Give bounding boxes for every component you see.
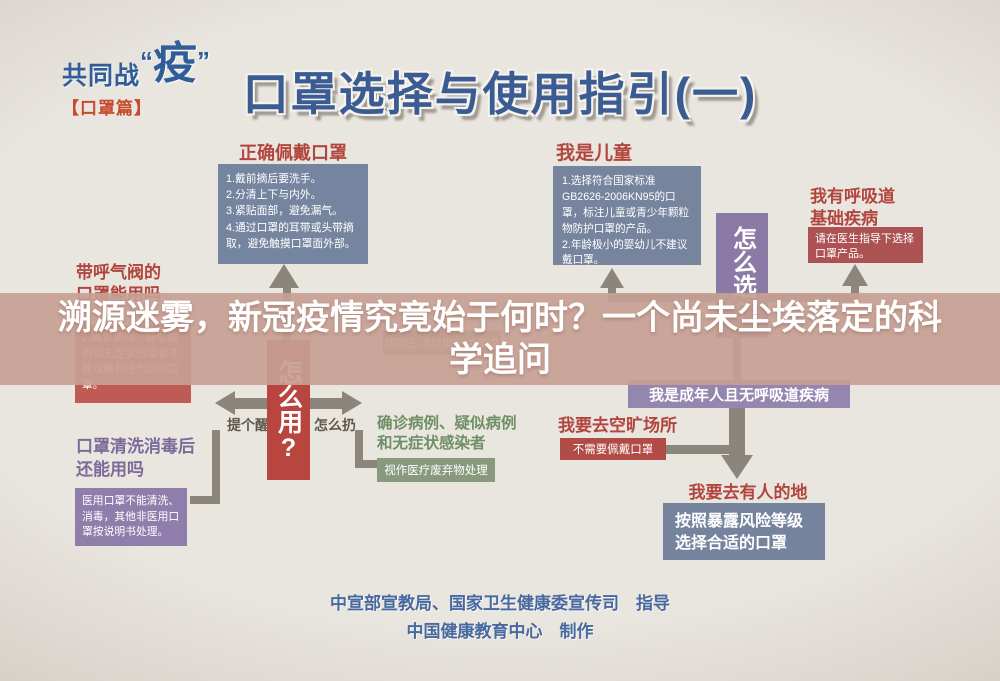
respiratory-box: 请在医生指导下选择口罩产品。 [808,227,923,263]
right-arrow-icon [342,391,362,415]
connector-line [190,496,220,504]
arrow-down-to-crowded [721,455,753,479]
arrow-up-to-child [600,268,624,288]
cases-header: 确诊病例、疑似病例和无症状感染者 [377,415,517,453]
child-info-box: 1.选择符合国家标准GB2626-2006KN95的口罩，标注儿童或青少年颗粒物… [553,166,701,266]
news-headline-band: 溯源迷雾，新冠疫情究竟始于何时？一个尚未尘埃落定的科学追问 [0,293,1000,385]
wear-item: 3.紧贴面部，避免漏气。 [226,205,343,218]
arrow-up-to-respiratory [842,264,868,286]
crowded-box: 按照暴露风险等级选择合适的口罩 [663,503,825,560]
wear-item: 4.通过口罩的耳带或头带摘取，避免触摸口罩面外部。 [226,221,356,250]
left-arrow-icon [215,391,235,415]
wash-section-header: 口罩清洗消毒后还能用吗 [76,437,195,479]
left-arrow-shaft [234,398,267,409]
child-item: 2.年龄极小的婴幼儿不建议戴口罩。 [562,238,688,267]
wash-info-box: 医用口罩不能清洗、消毒，其他非医用口罩按说明书处理。 [75,488,187,546]
right-arrow-shaft [310,398,343,409]
credits: 中宣部宣教局、国家卫生健康委宣传司 指导 中国健康教育中心 制作 [0,590,1000,646]
child-item: 1.选择符合国家标准GB2626-2006KN95的口罩，标注儿童或青少年颗粒物… [562,175,690,235]
wear-item: 1.戴前摘后要洗手。 [226,173,322,185]
connector-line [729,408,745,455]
open-area-header: 我要去空旷场所 [558,416,677,435]
credits-line-1: 中宣部宣教局、国家卫生健康委宣传司 指导 [330,594,670,613]
wear-section-header: 正确佩戴口罩 [239,143,347,163]
medical-waste-box: 视作医疗废弃物处理 [377,458,495,482]
connector-line [355,460,379,468]
credits-line-2: 中国健康教育中心 制作 [406,622,594,642]
respiratory-header: 我有呼吸道基础疾病 [810,187,895,229]
page-title: 口罩选择与使用指引(一) [242,68,758,120]
connector-line [212,430,220,504]
wear-instructions-box: 1.戴前摘后要洗手。 2.分清上下与内外。 3.紧贴面部，避免漏气。 4.通过口… [218,164,368,264]
arrow-up-to-wear [269,264,299,288]
connector-line [666,445,734,454]
wear-item: 2.分清上下与内外。 [226,189,322,202]
open-area-box: 不需要佩戴口罩 [560,438,666,460]
news-headline: 溯源迷雾，新冠疫情究竟始于何时？一个尚未尘埃落定的科学追问 [58,298,942,380]
child-section-header: 我是儿童 [556,143,633,164]
